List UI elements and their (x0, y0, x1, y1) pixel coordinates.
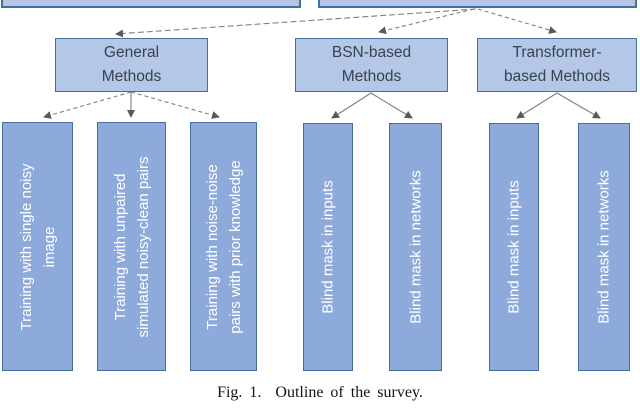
leaf-training-noise-noise-pairs: Training with noise-noise pairs with pri… (190, 122, 257, 371)
leaf-label: Training with noise-noise pairs with pri… (203, 159, 244, 334)
leaf-label: Blind mask in networks (407, 170, 424, 324)
leaf-label: Blind mask in inputs (319, 180, 337, 314)
branch-transformer-based-methods: Transformer- based Methods (477, 38, 637, 92)
leaf-label: Training with single noisy image (17, 162, 58, 331)
branch-transformer-based-methods-label: Transformer- based Methods (504, 44, 610, 85)
leaf-label: Training with unpaired simulated noisy-c… (111, 156, 152, 337)
top-box-left-truncated (1, 0, 301, 8)
figure-caption: Fig. 1. Outline of the survey. (217, 384, 423, 401)
leaf-bsn-blind-mask-networks: Blind mask in networks (389, 123, 442, 371)
branch-bsn-based-methods-label: BSN-based Methods (331, 44, 412, 85)
branch-bsn-based-methods: BSN-based Methods (295, 38, 448, 92)
leaf-label: Blind mask in inputs (505, 180, 523, 314)
top-box-right-truncated (318, 0, 637, 8)
leaf-transformer-blind-mask-networks: Blind mask in networks (578, 123, 630, 371)
leaf-training-unpaired-simulated-pairs: Training with unpaired simulated noisy-c… (97, 122, 166, 371)
leaf-label: Blind mask in networks (595, 170, 613, 324)
leaf-transformer-blind-mask-inputs: Blind mask in inputs (489, 123, 539, 371)
branch-general-methods-label: General Methods (101, 44, 162, 85)
leaf-training-single-noisy-image: Training with single noisy image (2, 122, 73, 371)
leaf-bsn-blind-mask-inputs: Blind mask in inputs (303, 123, 353, 371)
branch-general-methods: General Methods (55, 38, 208, 92)
